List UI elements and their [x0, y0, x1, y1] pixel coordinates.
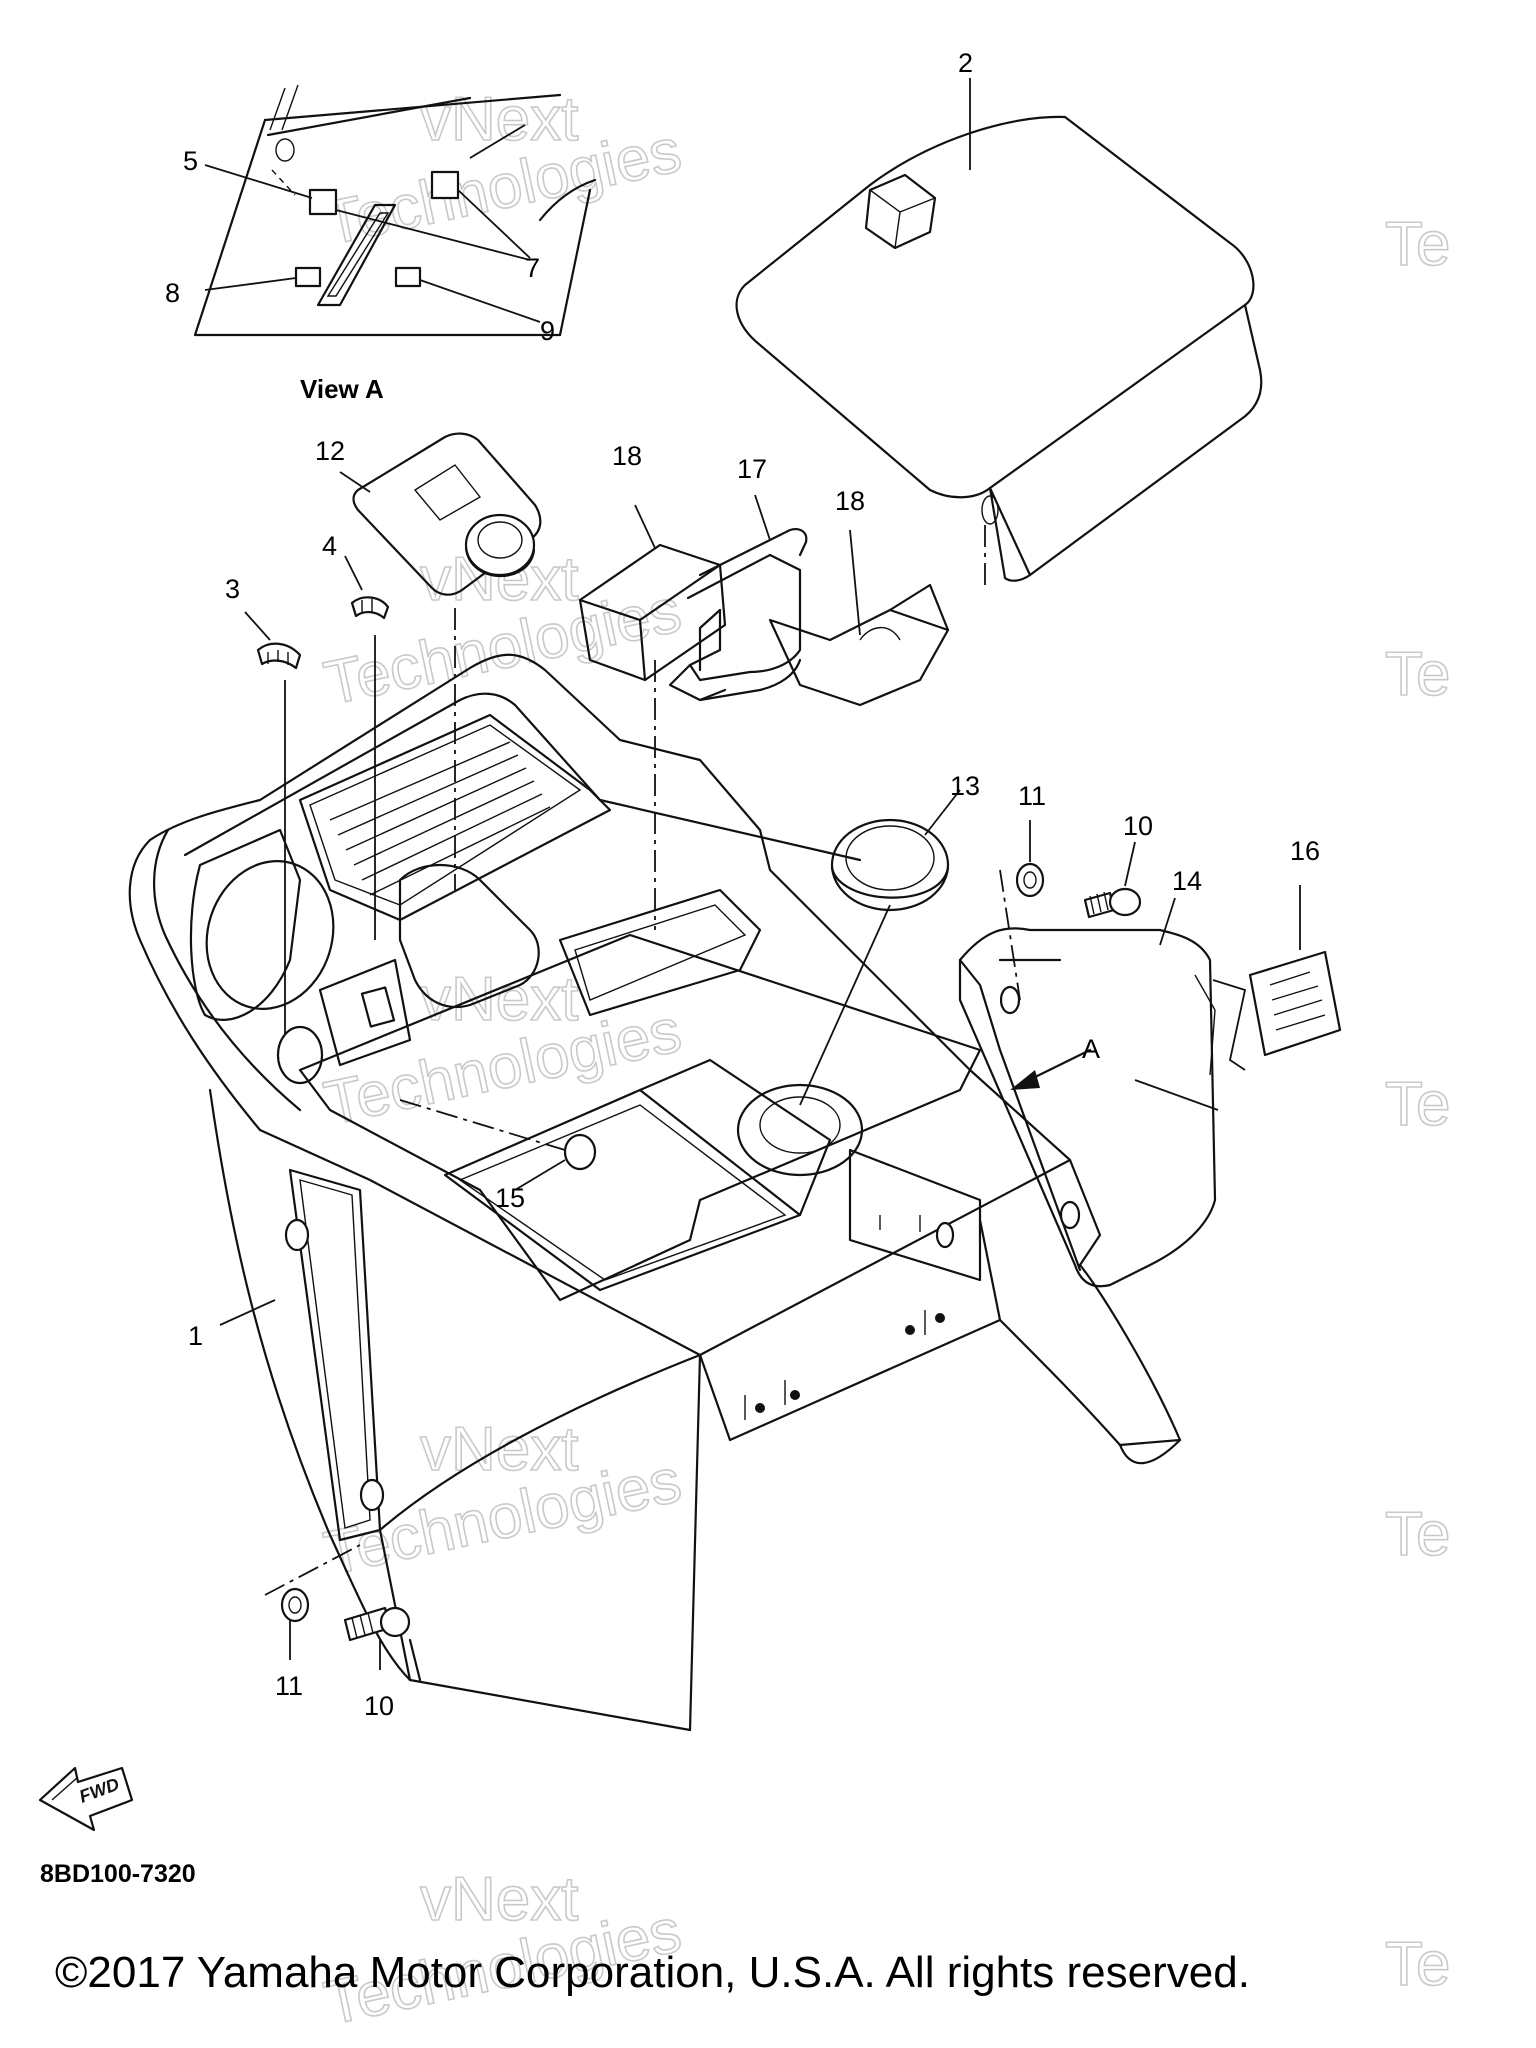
parts-3-4-clips: [256, 596, 390, 1035]
part-13-grommet: [799, 818, 950, 1106]
part-15-plug: [399, 1099, 597, 1171]
callout-18b: 18: [835, 486, 865, 516]
watermark-edge: Te: [1385, 1070, 1450, 1139]
callout-2: 2: [958, 48, 973, 78]
parts-17-18-holder: [578, 528, 950, 930]
callout-9: 9: [540, 316, 555, 346]
callout-5: 5: [183, 146, 198, 176]
watermark-edge: Te: [1385, 1500, 1450, 1569]
watermark-edge: Te: [1385, 1930, 1450, 1999]
view-a-arrow: A: [1010, 1034, 1100, 1090]
watermark-edge: Te: [1385, 210, 1450, 279]
fasteners-right: [999, 862, 1142, 1001]
fwd-label: FWD: [77, 1774, 122, 1807]
callout-1: 1: [188, 1321, 203, 1351]
part-2-lid: [735, 115, 1263, 590]
callout-14: 14: [1172, 866, 1202, 896]
callout-15: 15: [495, 1183, 525, 1213]
callout-11a: 11: [1018, 781, 1046, 811]
callout-4: 4: [322, 531, 337, 561]
callout-10b: 10: [364, 1691, 394, 1721]
callout-labels: 2 5 7 8 9 12 18 17 18 4 3 13 11 10 14 16…: [165, 48, 1320, 1721]
callout-13: 13: [950, 771, 980, 801]
view-a-inset: View A: [193, 84, 597, 404]
part-16-label: [1212, 950, 1342, 1071]
callout-7: 7: [525, 253, 540, 283]
callout-12: 12: [315, 436, 345, 466]
leader-lines: [219, 78, 1301, 1326]
fwd-arrow-icon: FWD: [38, 1766, 134, 1832]
part-12-shift-cover: [352, 432, 542, 890]
diagram-code: 8BD100-7320: [40, 1860, 196, 1888]
part-14-side-panel: [958, 927, 1219, 1288]
callout-3: 3: [225, 574, 240, 604]
watermark-layer: vNext Technologies vNext Technologies vN…: [318, 84, 1452, 2039]
arrow-a-label: A: [1082, 1034, 1100, 1064]
callout-18a: 18: [612, 441, 642, 471]
callout-10a: 10: [1123, 811, 1153, 841]
fasteners-left: [264, 1544, 411, 1670]
copyright-notice: ©2017 Yamaha Motor Corporation, U.S.A. A…: [55, 1948, 1250, 1997]
watermark-vnext: vNext: [420, 1865, 578, 1934]
callout-8: 8: [165, 278, 180, 308]
view-a-label: View A: [300, 374, 384, 404]
callout-17: 17: [737, 454, 767, 484]
part-1-console: [128, 653, 1182, 1732]
watermark-vnext: vNext: [420, 965, 578, 1034]
callout-16: 16: [1290, 836, 1320, 866]
watermark-edge: Te: [1385, 640, 1450, 709]
callout-11b: 11: [275, 1671, 303, 1701]
